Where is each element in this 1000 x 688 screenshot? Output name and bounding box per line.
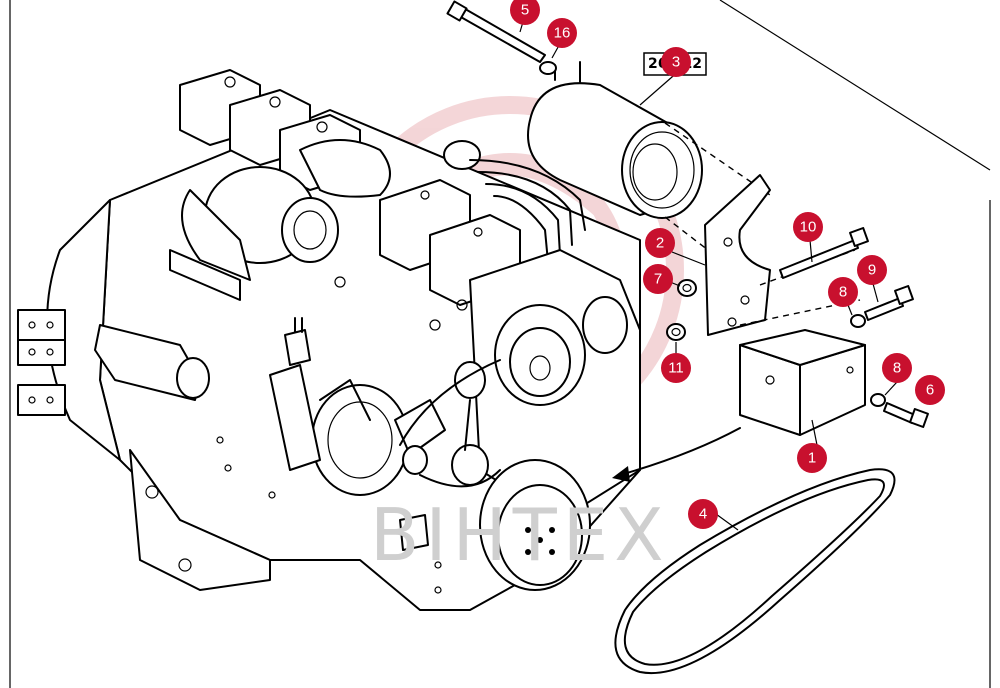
callout-8-upper[interactable]: 8	[828, 277, 858, 307]
callout-label: 10	[800, 219, 817, 236]
callout-label: 4	[699, 506, 707, 523]
callout-11[interactable]: 11	[661, 353, 691, 383]
support-bracket	[739, 329, 866, 436]
callout-8-lower[interactable]: 8	[882, 353, 912, 383]
callout-label: 1	[808, 450, 816, 467]
callout-label: 9	[868, 262, 876, 279]
callout-label: 16	[554, 25, 571, 42]
callout-2[interactable]: 2	[645, 228, 675, 258]
callout-4[interactable]: 4	[688, 499, 718, 529]
drive-belt	[614, 468, 896, 674]
fasteners	[446, 0, 929, 428]
callout-6[interactable]: 6	[915, 375, 945, 405]
compressor-bracket	[704, 174, 861, 336]
callout-label: 5	[521, 2, 529, 19]
watermark-text: BIHTEX	[370, 493, 670, 577]
callout-9[interactable]: 9	[857, 255, 887, 285]
callout-1[interactable]: 1	[797, 443, 827, 473]
callout-label: 7	[654, 271, 662, 288]
callout-3[interactable]: 3	[661, 47, 691, 77]
callout-label: 2	[656, 235, 664, 252]
callout-label: 3	[672, 54, 680, 71]
callout-5[interactable]: 5	[510, 0, 540, 25]
callout-7[interactable]: 7	[643, 264, 673, 294]
callout-label: 8	[839, 284, 847, 301]
callout-10[interactable]: 10	[793, 212, 823, 242]
ac-compressor	[527, 61, 771, 291]
callout-label: 11	[668, 360, 684, 377]
callout-label: 6	[926, 382, 934, 399]
callout-16[interactable]: 16	[547, 18, 577, 48]
engine-block	[17, 69, 641, 611]
frame-lines	[9, 0, 991, 688]
assembly-arrow	[612, 427, 741, 482]
callout-label: 8	[893, 360, 901, 377]
